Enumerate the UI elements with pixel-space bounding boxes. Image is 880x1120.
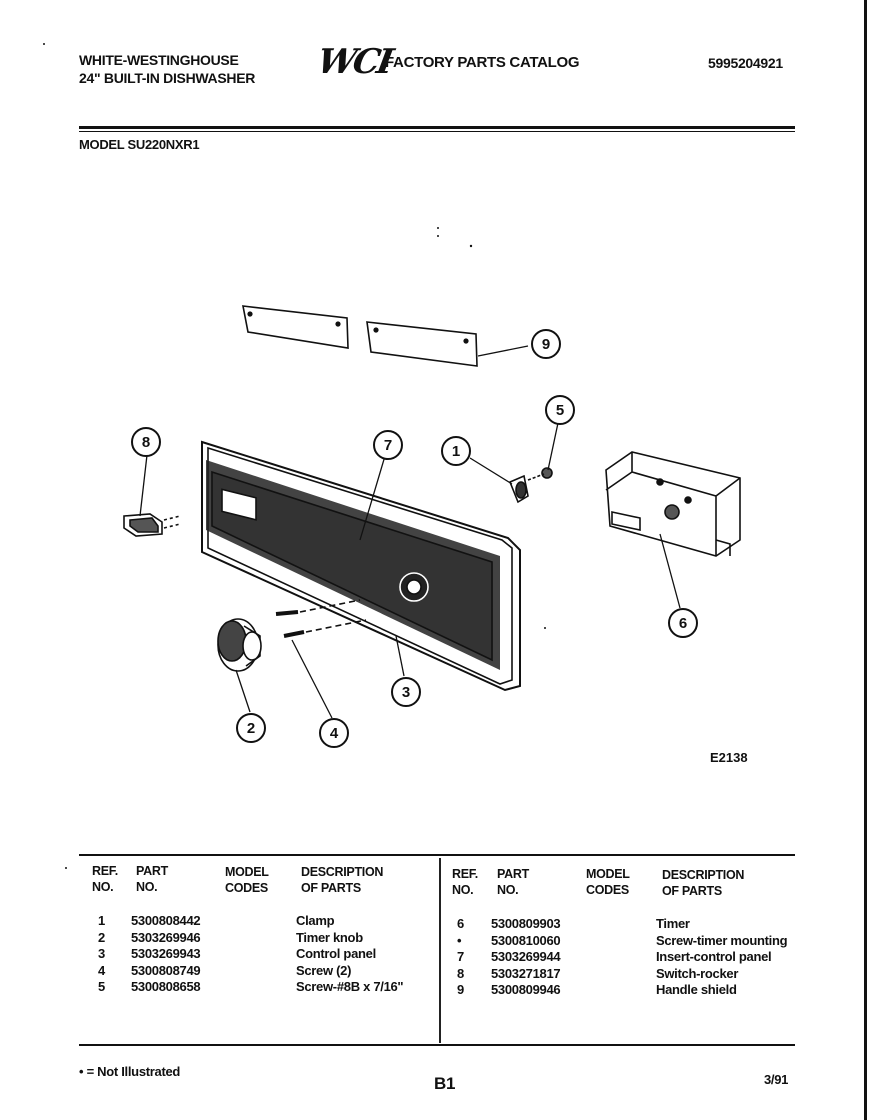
table-cell: 2 <box>98 929 105 945</box>
screw-part <box>275 599 367 638</box>
desc-column-right: Timer Screw-timer mounting Insert-contro… <box>656 916 788 999</box>
header-part-no-left: PART NO. <box>136 864 168 894</box>
table-cell: Control panel <box>296 946 376 961</box>
ref-column-left: 1 2 3 4 5 <box>98 913 105 996</box>
model-label: MODEL SU220NXR1 <box>79 137 200 152</box>
callout-2: 2 <box>247 720 255 737</box>
table-cell: 5300810060 <box>491 932 561 948</box>
table-cell: 5303269943 <box>131 946 201 961</box>
header-part-no-right: PART NO. <box>497 867 529 897</box>
print-specks <box>43 43 546 869</box>
table-cell: 9 <box>457 982 464 997</box>
table-bottom-rule <box>79 1044 795 1046</box>
callout-6: 6 <box>679 615 687 632</box>
table-cell: • <box>457 932 462 948</box>
table-cell: 5300808658 <box>131 979 201 994</box>
revision-date: 3/91 <box>764 1072 789 1087</box>
timer-knob-part <box>217 618 262 672</box>
table-cell: Switch-rocker <box>656 965 739 981</box>
clamp-part <box>508 474 529 504</box>
callout-9: 9 <box>542 336 550 353</box>
brand-line-2: 24" BUILT-IN DISHWASHER <box>79 70 256 86</box>
header-description-right: DESCRIPTION OF PARTS <box>662 868 745 898</box>
table-cell: Clamp <box>296 913 335 928</box>
catalog-title: FACTORY PARTS CATALOG <box>385 54 580 71</box>
callout-5: 5 <box>556 402 564 419</box>
header-model-codes-right: MODEL CODES <box>586 867 630 897</box>
table-cell: 5300808749 <box>131 962 201 978</box>
header-rule-thin <box>79 131 795 132</box>
callout-3-circle <box>391 677 421 707</box>
callout-5-circle <box>545 395 575 425</box>
table-cell: Insert-control panel <box>656 949 772 964</box>
table-column-divider <box>439 858 441 1043</box>
switch-rocker-part <box>123 513 181 537</box>
table-cell: 6 <box>457 916 464 931</box>
header-ref-no-right: REF. NO. <box>452 867 478 897</box>
header-model-codes-left: MODEL CODES <box>225 865 269 895</box>
callout-4: 4 <box>330 725 339 742</box>
table-cell: 7 <box>457 949 464 964</box>
not-illustrated-note: • = Not Illustrated <box>79 1064 181 1079</box>
header-ref-no-left: REF. NO. <box>92 864 118 894</box>
screw-5-part <box>527 467 553 481</box>
table-cell: 5303269944 <box>491 949 561 964</box>
callout-7-circle <box>373 430 403 460</box>
callout-6-circle <box>668 608 698 638</box>
table-cell: 1 <box>98 913 105 928</box>
callout-9-circle <box>531 329 561 359</box>
brand-line-1: WHITE-WESTINGHOUSE <box>79 52 239 68</box>
table-top-rule <box>79 854 795 856</box>
table-cell: 5303269946 <box>131 929 201 945</box>
table-cell: Screw-timer mounting <box>656 932 788 948</box>
table-cell: 8 <box>457 965 464 981</box>
callout-2-circle <box>236 713 266 743</box>
leader-lines <box>139 345 681 719</box>
callout-7: 7 <box>384 437 392 454</box>
table-cell: Timer knob <box>296 929 363 945</box>
table-cell: 5300808442 <box>131 913 201 928</box>
table-cell: Timer <box>656 916 690 931</box>
callout-8: 8 <box>142 434 150 451</box>
ref-column-right: 6 • 7 8 9 <box>457 916 464 999</box>
part-column-left: 5300808442 5303269946 5303269943 5300808… <box>131 913 201 996</box>
callout-4-circle <box>319 718 349 748</box>
table-cell: 5 <box>98 979 105 994</box>
table-cell: 3 <box>98 946 105 961</box>
handle-shield-part <box>242 305 478 367</box>
table-cell: Handle shield <box>656 982 737 997</box>
control-panel-part <box>201 440 521 692</box>
callout-8-circle <box>131 427 161 457</box>
header-rule-thick <box>79 126 795 129</box>
callout-1-circle <box>441 436 471 466</box>
callout-1: 1 <box>452 443 460 460</box>
table-cell: 5300809946 <box>491 982 561 997</box>
header-description-left: DESCRIPTION OF PARTS <box>301 865 384 895</box>
catalog-number: 5995204921 <box>708 55 783 71</box>
page-number: B1 <box>434 1074 456 1093</box>
timer-part <box>605 451 741 557</box>
table-cell: 5300809903 <box>491 916 561 931</box>
table-cell: Screw-#8B x 7/16" <box>296 979 404 994</box>
callout-3: 3 <box>402 684 410 701</box>
table-cell: 5303271817 <box>491 965 561 981</box>
table-cell: 4 <box>98 962 105 978</box>
desc-column-left: Clamp Timer knob Control panel Screw (2)… <box>296 913 404 996</box>
part-column-right: 5300809903 5300810060 5303269944 5303271… <box>491 916 561 999</box>
page-border <box>864 0 867 1120</box>
figure-code: E2138 <box>710 750 748 765</box>
table-cell: Screw (2) <box>296 962 352 978</box>
